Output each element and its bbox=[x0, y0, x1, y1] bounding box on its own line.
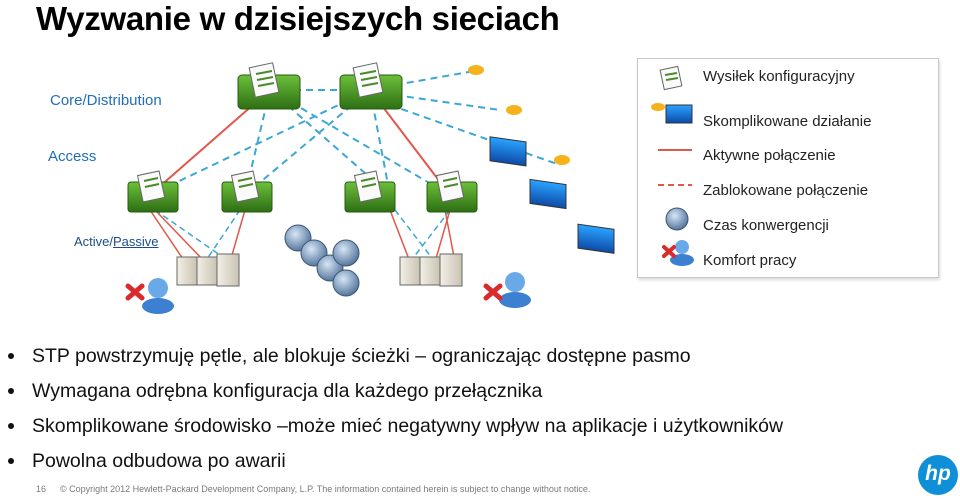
bullet-item: Skomplikowane środowisko –może mieć nega… bbox=[8, 413, 783, 448]
user-comfort-icon bbox=[125, 278, 174, 314]
access-switch bbox=[221, 170, 273, 213]
legend-label: Czas konwergencji bbox=[703, 217, 829, 234]
access-switch bbox=[426, 170, 478, 213]
bullet-list: STP powstrzymuję pętle, ale blokuje ście… bbox=[8, 343, 783, 483]
network-topology-diagram bbox=[125, 62, 615, 314]
legend-box: Wysiłek konfiguracyjny Skomplikowane dzi… bbox=[637, 58, 939, 278]
server-links bbox=[149, 209, 456, 263]
solid-line-icon bbox=[658, 149, 692, 151]
access-switch bbox=[127, 170, 179, 213]
passive-label: Passive bbox=[113, 234, 159, 249]
active-label: Active/ bbox=[74, 234, 114, 249]
bullet-item: Wymagana odrębna konfiguracja dla każdeg… bbox=[8, 378, 783, 413]
server-group-left bbox=[176, 253, 240, 287]
tier-label-core-distribution: Core/Distribution bbox=[50, 92, 162, 109]
page-title: Wyzwanie w dzisiejszych sieciach bbox=[36, 0, 560, 37]
user-comfort-icon bbox=[662, 240, 694, 266]
tier-label-active-passive: Active/Passive bbox=[74, 234, 159, 249]
complex-operation-icon bbox=[651, 103, 693, 124]
legend-label: Skomplikowane działanie bbox=[703, 113, 872, 130]
convergence-clocks bbox=[284, 224, 360, 297]
core-switch bbox=[237, 62, 301, 110]
legend-label: Komfort pracy bbox=[703, 252, 797, 269]
dashed-line-icon bbox=[658, 184, 692, 186]
legend-label: Aktywne połączenie bbox=[703, 147, 836, 164]
user-comfort-icon bbox=[483, 272, 531, 308]
server-group-right bbox=[399, 253, 463, 287]
legend-label: Zablokowane połączenie bbox=[703, 182, 869, 199]
tier-label-access: Access bbox=[48, 148, 97, 165]
config-document-icon bbox=[659, 65, 683, 91]
access-switch bbox=[344, 170, 396, 213]
pc-workstation bbox=[506, 105, 567, 210]
legend-label: Wysiłek konfiguracyjny bbox=[703, 68, 855, 85]
pc-workstation bbox=[468, 65, 527, 167]
convergence-clock-icon bbox=[665, 207, 689, 231]
copyright-notice: © Copyright 2012 Hewlett-Packard Develop… bbox=[60, 484, 591, 494]
bullet-item: STP powstrzymuję pętle, ale blokuje ście… bbox=[8, 343, 783, 378]
page-number: 16 bbox=[36, 484, 47, 494]
core-switch bbox=[339, 62, 403, 110]
hp-logo: hp bbox=[918, 455, 958, 495]
pc-workstation bbox=[554, 155, 615, 254]
bullet-item: Powolna odbudowa po awarii bbox=[8, 448, 783, 483]
hp-logo-text: hp bbox=[925, 462, 951, 485]
